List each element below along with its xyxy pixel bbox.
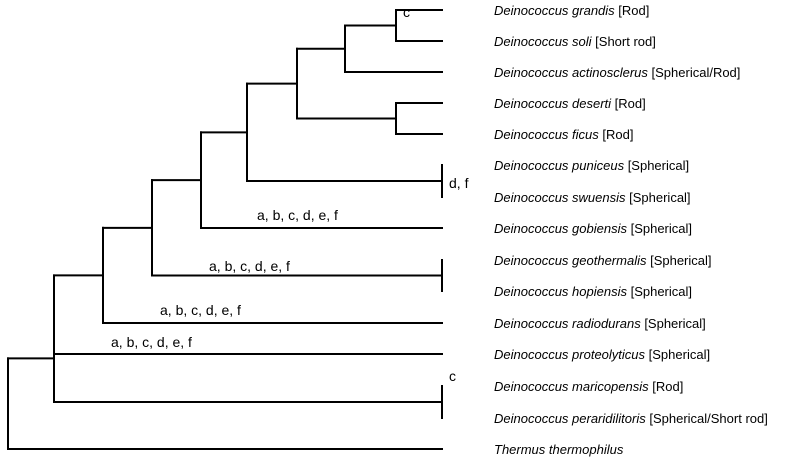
taxon-name-gobiensis: Deinococcus gobiensis (494, 221, 627, 236)
taxon-morphology-grandis: [Rod] (615, 3, 650, 18)
taxon-morphology-peraridilitoris: [Spherical/Short rod] (646, 411, 768, 426)
taxon-name-soli: Deinococcus soli (494, 34, 593, 49)
taxon-name-radiodurans: Deinococcus radiodurans (494, 316, 641, 331)
taxon-name-swuensis: Deinococcus swuensis (494, 190, 626, 205)
taxon-morphology-swuensis: [Spherical] (626, 190, 691, 205)
taxon-label-gobiensis: Deinococcus gobiensis [Spherical] (494, 221, 692, 236)
taxon-label-maricopensis: Deinococcus maricopensis [Rod] (494, 379, 683, 394)
node-label-radiodurans-clade: a, b, c, d, e, f (160, 302, 241, 318)
taxon-label-swuensis: Deinococcus swuensis [Spherical] (494, 190, 691, 205)
taxon-name-geothermalis: Deinococcus geothermalis (494, 253, 647, 268)
taxon-morphology-radiodurans: [Spherical] (641, 316, 706, 331)
taxon-morphology-puniceus: [Spherical] (624, 158, 689, 173)
taxon-label-actinosclerus: Deinococcus actinosclerus [Spherical/Rod… (494, 65, 740, 80)
taxon-label-hopiensis: Deinococcus hopiensis [Spherical] (494, 284, 692, 299)
taxon-name-maricopensis: Deinococcus maricopensis (494, 379, 649, 394)
taxon-label-peraridilitoris: Deinococcus peraridilitoris [Spherical/S… (494, 411, 768, 426)
node-label-puniceus-swuensis: d, f (449, 175, 469, 191)
node-label-gobiensis-clade: a, b, c, d, e, f (257, 207, 338, 223)
taxon-morphology-gobiensis: [Spherical] (627, 221, 692, 236)
taxon-label-deserti: Deinococcus deserti [Rod] (494, 96, 646, 111)
taxon-label-ficus: Deinococcus ficus [Rod] (494, 127, 633, 142)
taxon-label-puniceus: Deinococcus puniceus [Spherical] (494, 158, 689, 173)
taxon-name-proteolyticus: Deinococcus proteolyticus (494, 347, 646, 362)
taxon-name-hopiensis: Deinococcus hopiensis (494, 284, 627, 299)
taxon-morphology-proteolyticus: [Spherical] (645, 347, 710, 362)
taxon-morphology-soli: [Short rod] (592, 34, 656, 49)
taxon-name-puniceus: Deinococcus puniceus (494, 158, 625, 173)
taxon-label-geothermalis: Deinococcus geothermalis [Spherical] (494, 253, 712, 268)
taxon-morphology-maricopensis: [Rod] (649, 379, 684, 394)
taxon-morphology-deserti: [Rod] (611, 96, 646, 111)
node-label-grandis-soli: c (403, 4, 410, 20)
taxon-name-deserti: Deinococcus deserti (494, 96, 612, 111)
taxon-name-actinosclerus: Deinococcus actinosclerus (494, 65, 648, 80)
node-label-geothermalis-clade: a, b, c, d, e, f (209, 258, 290, 274)
taxon-name-grandis: Deinococcus grandis (494, 3, 615, 18)
node-label-maricopensis-peraridilitoris: c (449, 368, 456, 384)
taxon-name-peraridilitoris: Deinococcus peraridilitoris (494, 411, 646, 426)
taxon-morphology-hopiensis: [Spherical] (627, 284, 692, 299)
taxon-label-grandis: Deinococcus grandis [Rod] (494, 3, 649, 18)
taxon-label-proteolyticus: Deinococcus proteolyticus [Spherical] (494, 347, 710, 362)
taxon-label-thermus: Thermus thermophilus (494, 442, 624, 457)
taxon-label-radiodurans: Deinococcus radiodurans [Spherical] (494, 316, 706, 331)
taxon-label-soli: Deinococcus soli [Short rod] (494, 34, 656, 49)
taxon-name-ficus: Deinococcus ficus (494, 127, 599, 142)
node-label-proteolyticus-clade: a, b, c, d, e, f (111, 334, 192, 350)
taxon-morphology-geothermalis: [Spherical] (646, 253, 711, 268)
taxon-morphology-ficus: [Rod] (599, 127, 634, 142)
taxon-name-thermus: Thermus thermophilus (494, 442, 624, 457)
taxon-morphology-actinosclerus: [Spherical/Rod] (648, 65, 741, 80)
